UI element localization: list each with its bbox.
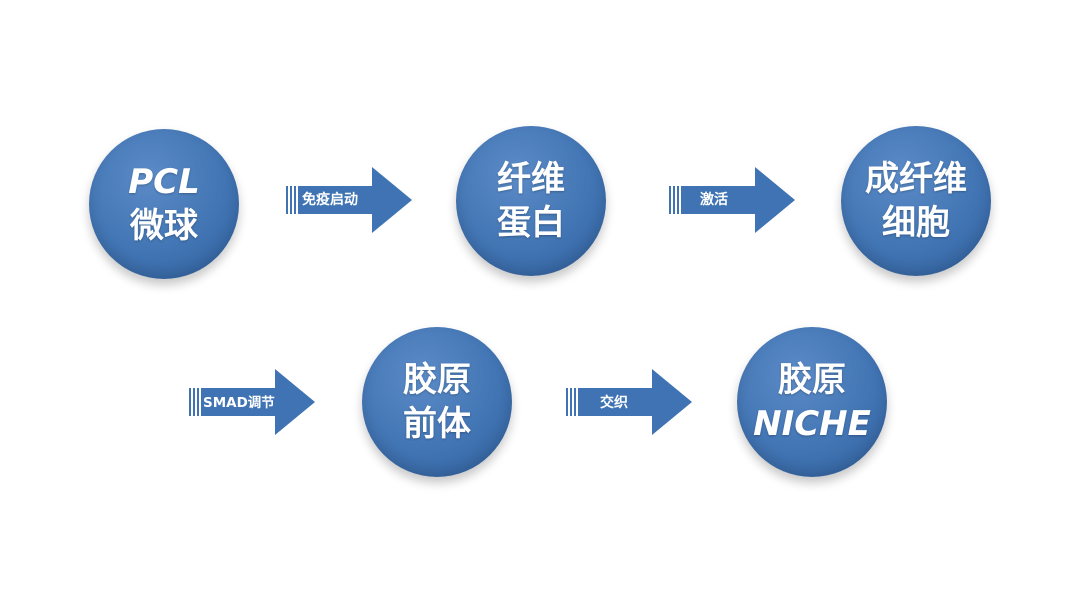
- node-label-line1: 胶原: [403, 360, 471, 400]
- arrow-label: 免疫启动: [302, 192, 358, 208]
- node-label-line2: NICHE: [753, 404, 871, 444]
- arrow-smad-regulation: SMAD调节: [189, 369, 315, 435]
- node-fibrin: 纤维 蛋白: [456, 126, 606, 276]
- arrow-right-icon: [669, 167, 795, 233]
- node-label-line2: 蛋白: [497, 203, 565, 243]
- arrow-right-icon: [566, 369, 692, 435]
- node-label-line2: 微球: [130, 206, 198, 246]
- arrow-interweave: 交织: [566, 369, 692, 435]
- node-label-line2: 前体: [403, 404, 471, 444]
- arrow-immune-activation: 免疫启动: [286, 167, 412, 233]
- node-collagen-niche: 胶原 NICHE: [737, 327, 887, 477]
- arrow-label: 交织: [600, 395, 628, 411]
- node-procollagen: 胶原 前体: [362, 327, 512, 477]
- arrow-activation: 激活: [669, 167, 795, 233]
- node-label-line1: 成纤维: [865, 159, 967, 199]
- arrow-label: 激活: [700, 192, 728, 208]
- node-fibroblast: 成纤维 细胞: [841, 126, 991, 276]
- node-label-line1: PCL: [128, 162, 200, 202]
- node-label-line1: 胶原: [778, 360, 846, 400]
- node-label-line1: 纤维: [497, 159, 565, 199]
- arrow-right-icon: [286, 167, 412, 233]
- node-label-line2: 细胞: [882, 203, 950, 243]
- arrow-right-icon: [189, 369, 315, 435]
- node-pcl-microspheres: PCL 微球: [89, 129, 239, 279]
- arrow-label: SMAD调节: [203, 395, 275, 411]
